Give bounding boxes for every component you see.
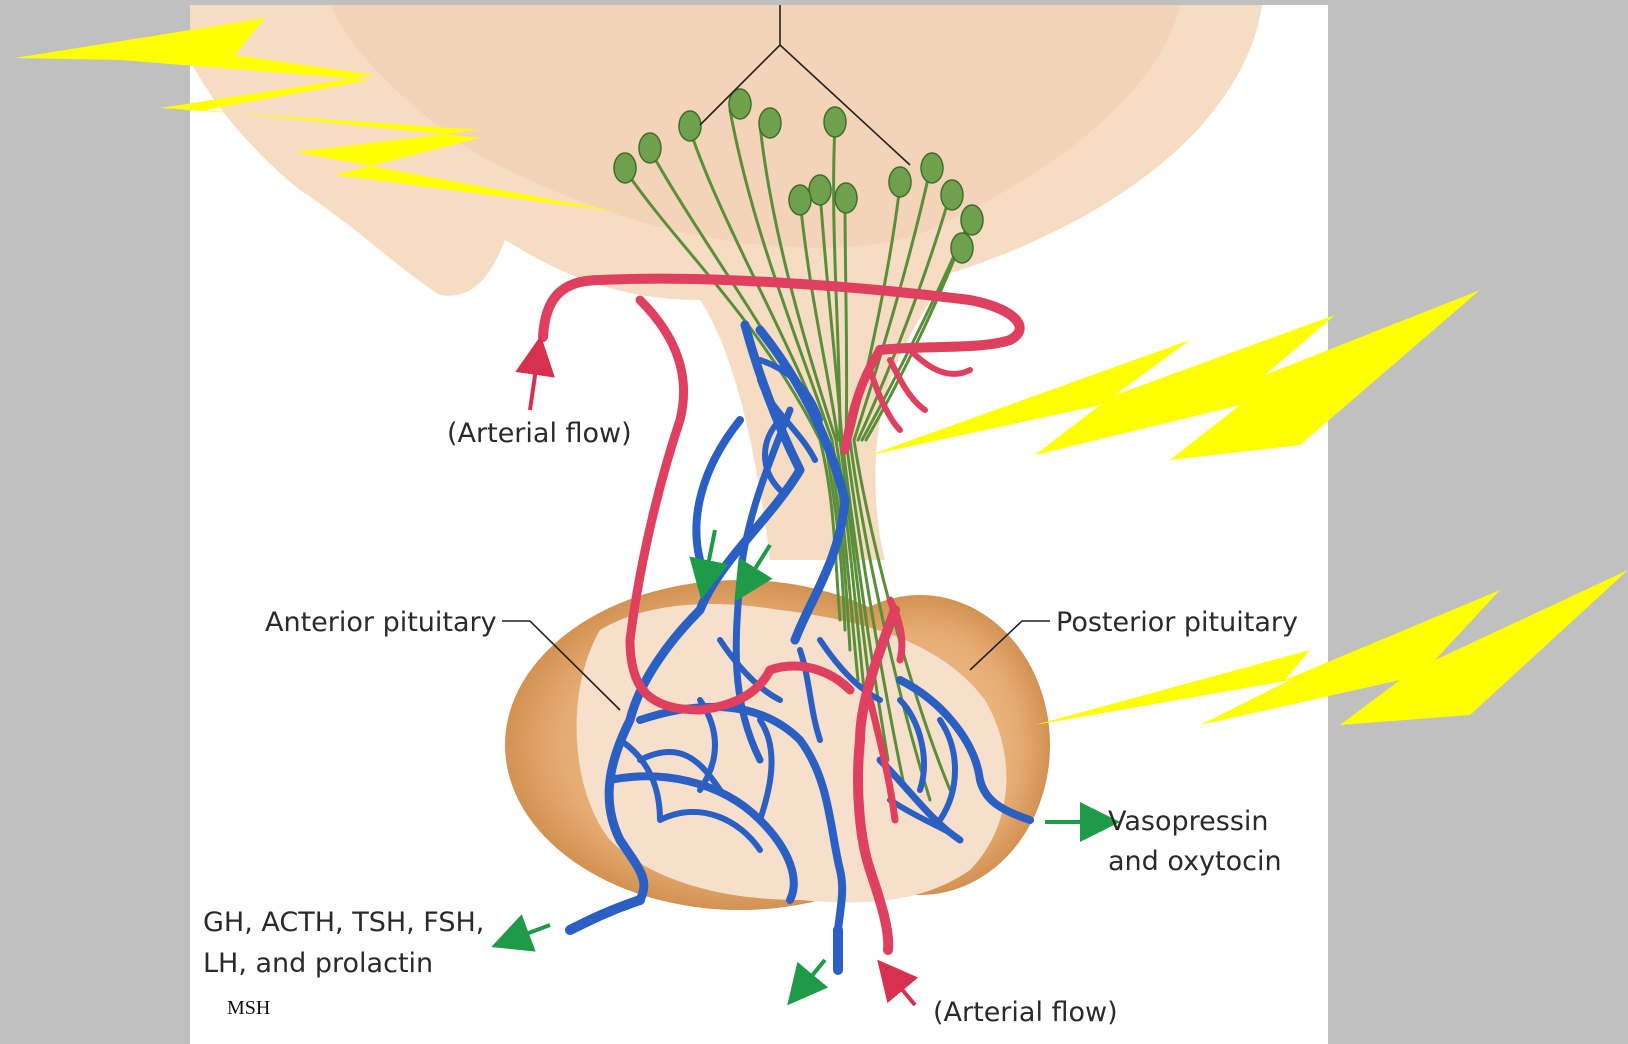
neuron-cell-icon [889, 167, 911, 197]
arterial-flow-top-label: (Arterial flow) [447, 418, 632, 449]
vasopressin-label-1: Vasopressin [1108, 806, 1269, 837]
msh-label: MSH [227, 997, 270, 1019]
vasopressin-label-2: and oxytocin [1108, 846, 1282, 877]
neuron-cell-icon [824, 107, 846, 137]
neuron-cell-icon [951, 233, 973, 263]
hormones-label-1: GH, ACTH, TSH, FSH, [203, 907, 484, 938]
neuron-cell-icon [614, 153, 636, 183]
neuron-cell-icon [941, 180, 963, 210]
neuron-cell-icon [789, 185, 811, 215]
anterior-pituitary-label: Anterior pituitary [265, 607, 497, 638]
neuron-cell-icon [809, 175, 831, 205]
posterior-pituitary-label: Posterior pituitary [1056, 607, 1298, 638]
neuron-cell-icon [759, 108, 781, 138]
neuron-cell-icon [921, 153, 943, 183]
neuron-cell-icon [835, 183, 857, 213]
neuron-cell-icon [679, 111, 701, 141]
neuron-cell-icon [961, 205, 983, 235]
neuron-cell-icon [639, 133, 661, 163]
hormones-label-2: LH, and prolactin [203, 948, 433, 979]
arterial-flow-bottom-label: (Arterial flow) [933, 997, 1118, 1028]
